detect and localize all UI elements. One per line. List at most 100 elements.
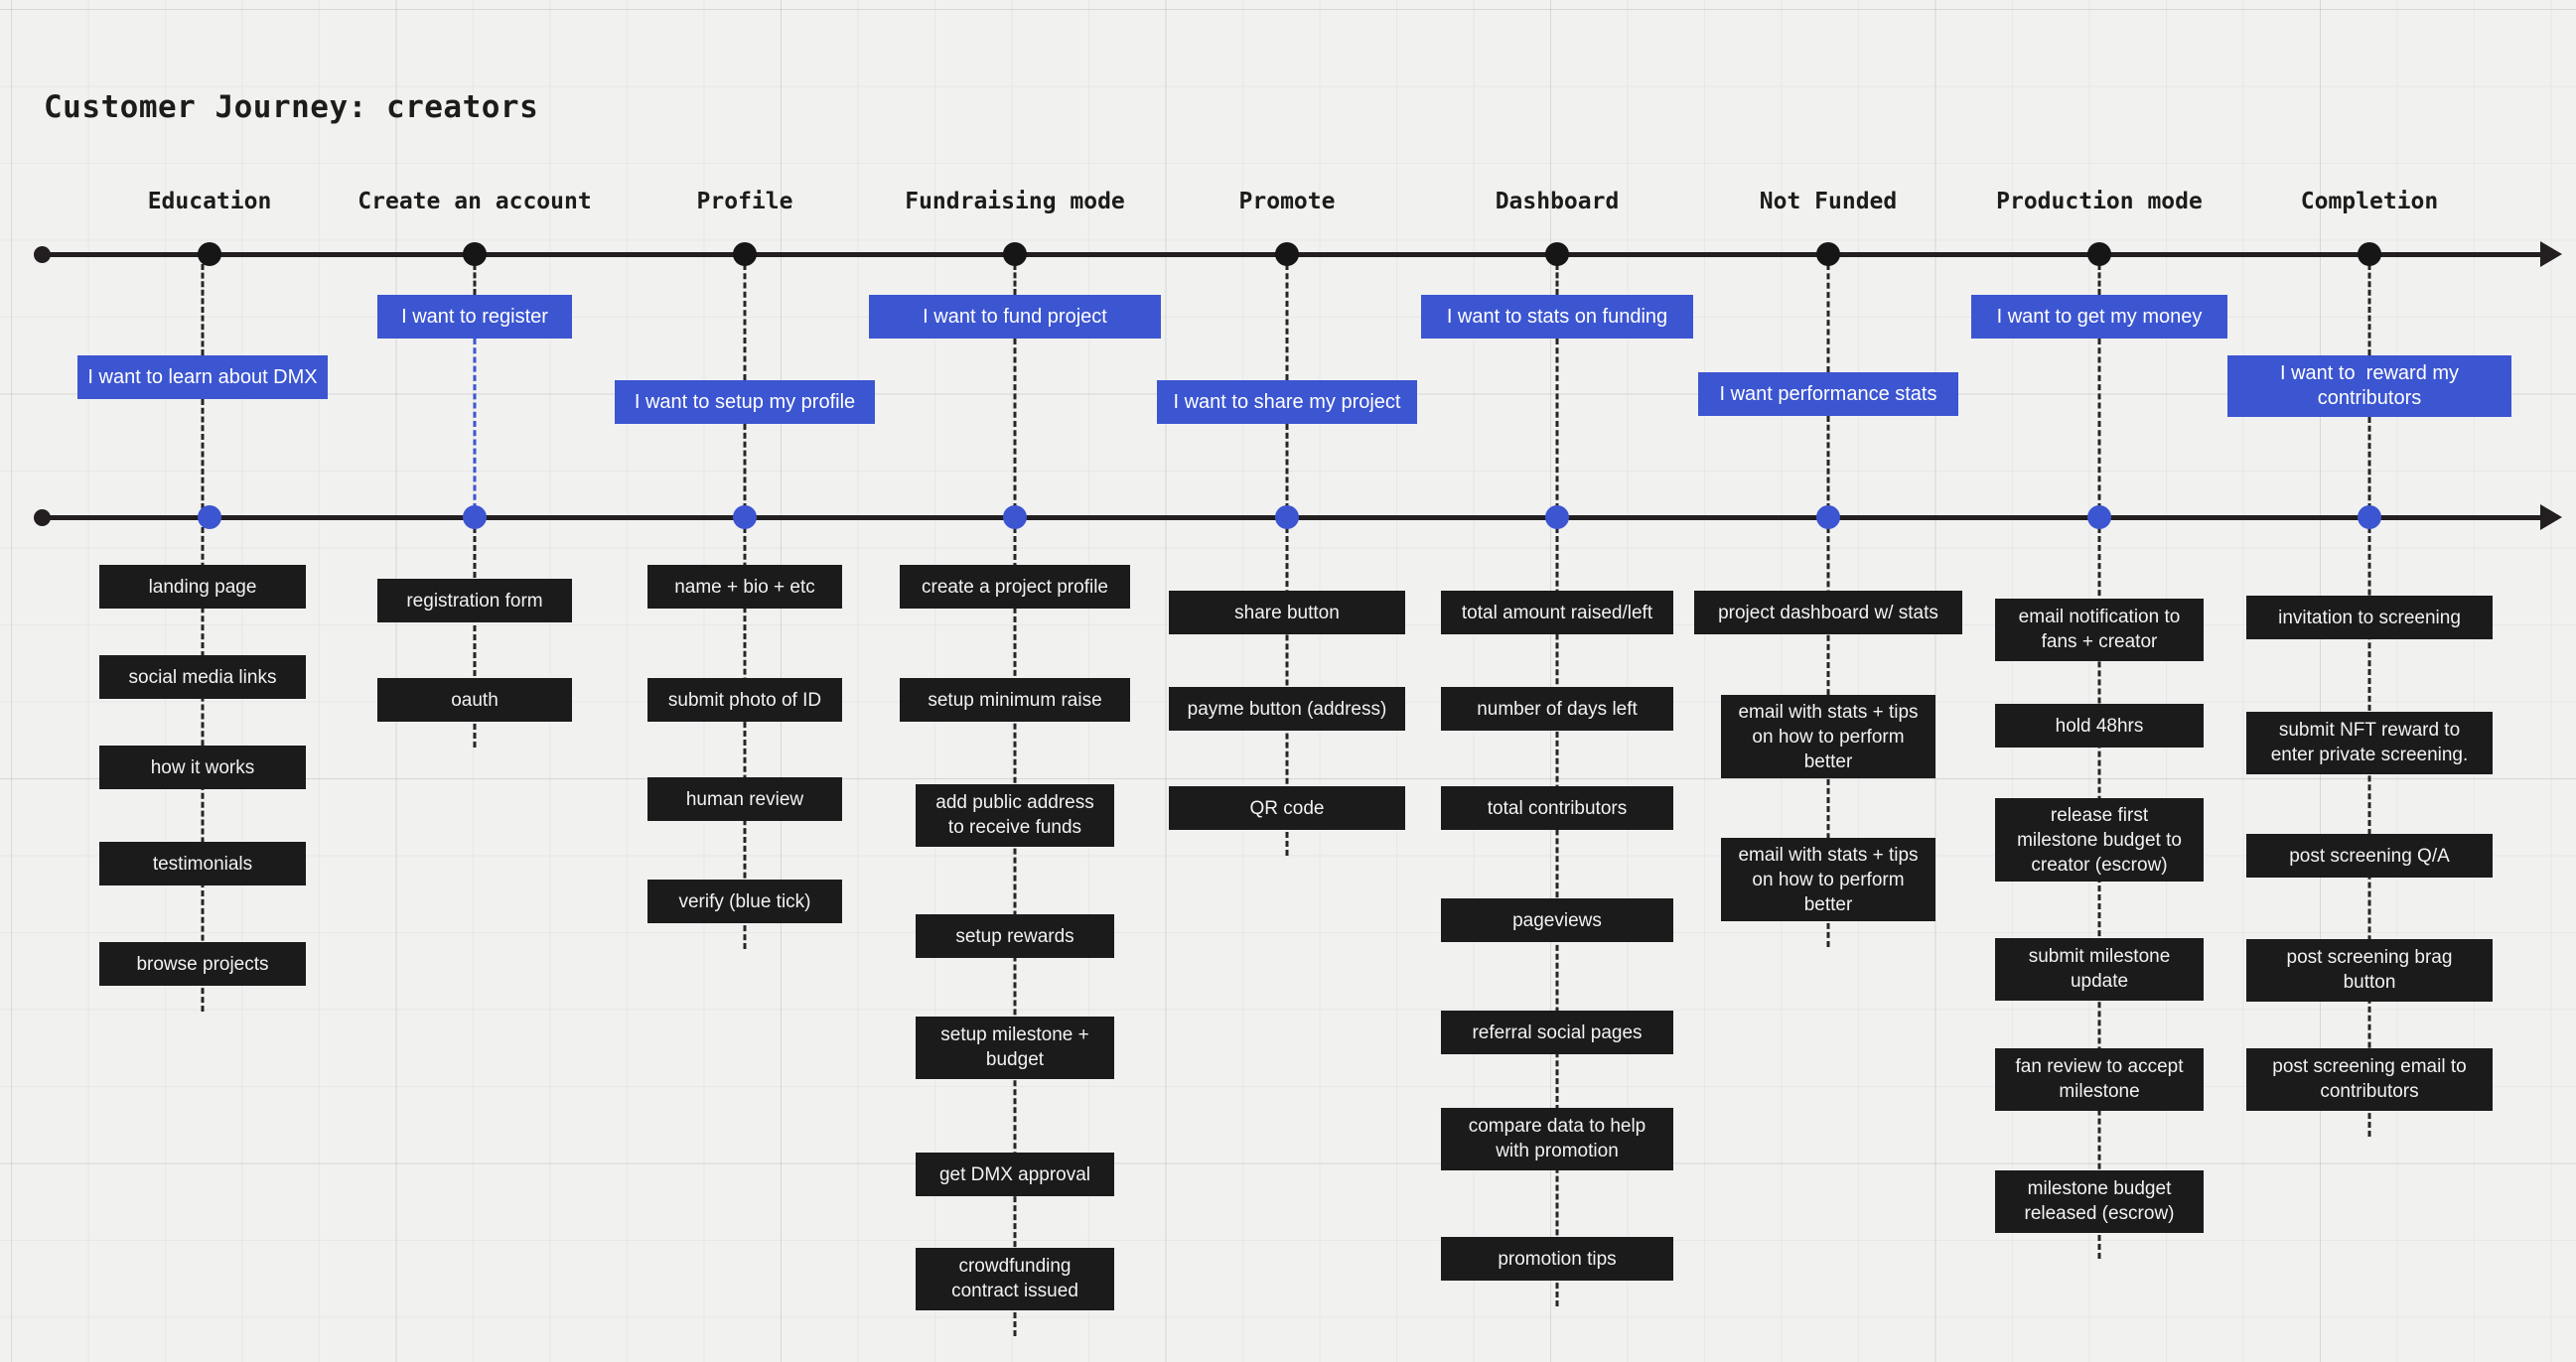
top-timeline-arrow-icon [2540,241,2562,267]
touchpoint-box-post-screening-brag-button[interactable]: post screening brag button [2246,938,2493,1002]
touchpoint-box-get-dmx-approval[interactable]: get DMX approval [916,1153,1114,1196]
touchpoint-box-setup-rewards[interactable]: setup rewards [916,914,1114,958]
connector-mid-completion [2367,417,2371,509]
connector-top-completion [2367,264,2371,355]
connector-top-education [201,264,205,355]
touchpoint-box-create-a-project-profile[interactable]: create a project profile [900,565,1130,609]
stage-label-completion: Completion [2300,189,2439,214]
bottom-node-profile[interactable] [733,505,757,529]
intent-chip-i-want-to-fund-project[interactable]: I want to fund project [869,295,1161,339]
touchpoint-box-pageviews[interactable]: pageviews [1441,898,1673,942]
connector-top-promote [1285,264,1289,380]
connector-top-production-mode [2097,264,2101,295]
touchpoint-box-number-of-days-left[interactable]: number of days left [1441,687,1673,731]
top-node-profile[interactable] [733,242,757,266]
bottom-node-not-funded[interactable] [1816,505,1840,529]
touchpoint-box-email-with-stats-tips-on-how-to-perform-better[interactable]: email with stats + tips on how to perfor… [1721,838,1935,921]
touchpoint-box-fan-review-to-accept-milestone[interactable]: fan review to accept milestone [1995,1047,2204,1111]
connector-bottom-profile [743,527,747,949]
touchpoint-box-submit-photo-of-id[interactable]: submit photo of ID [647,678,842,722]
touchpoint-box-oauth[interactable]: oauth [377,678,572,722]
top-node-create-an-account[interactable] [463,242,487,266]
touchpoint-box-release-first-milestone-budget-to-creator-escrow[interactable]: release first milestone budget to creato… [1995,798,2204,882]
bottom-node-completion[interactable] [2358,505,2381,529]
intent-chip-i-want-to-get-my-money[interactable]: I want to get my money [1971,295,2227,339]
touchpoint-box-submit-milestone-update[interactable]: submit milestone update [1995,937,2204,1001]
bottom-timeline-arrow-icon [2540,504,2562,530]
connector-mid-education [201,399,205,509]
touchpoint-box-invitation-to-screening[interactable]: invitation to screening [2246,596,2493,639]
intent-chip-i-want-to-reward-my-contributors[interactable]: I want to reward my contributors [2227,355,2511,417]
touchpoint-box-qr-code[interactable]: QR code [1169,786,1405,830]
touchpoint-box-share-button[interactable]: share button [1169,591,1405,634]
connector-bottom-completion [2367,527,2371,1137]
touchpoint-box-email-with-stats-tips-on-how-to-perform-better[interactable]: email with stats + tips on how to perfor… [1721,695,1935,778]
stage-label-education: Education [147,189,272,214]
connector-top-dashboard [1555,264,1559,295]
bottom-node-fundraising-mode[interactable] [1003,505,1027,529]
connector-bottom-create-an-account [473,527,477,748]
touchpoint-box-setup-minimum-raise[interactable]: setup minimum raise [900,678,1130,722]
stage-label-production-mode: Production mode [1996,189,2203,214]
connector-top-fundraising-mode [1013,264,1017,295]
top-node-fundraising-mode[interactable] [1003,242,1027,266]
connector-top-profile [743,264,747,380]
touchpoint-box-social-media-links[interactable]: social media links [99,655,306,699]
touchpoint-box-submit-nft-reward-to-enter-private-screening[interactable]: submit NFT reward to enter private scree… [2246,711,2493,774]
touchpoint-box-post-screening-email-to-contributors[interactable]: post screening email to contributors [2246,1047,2493,1111]
intent-chip-i-want-to-learn-about-dmx[interactable]: I want to learn about DMX [77,355,328,399]
touchpoint-box-promotion-tips[interactable]: promotion tips [1441,1237,1673,1281]
top-node-completion[interactable] [2358,242,2381,266]
stage-label-create-an-account: Create an account [358,189,592,214]
intent-chip-i-want-to-register[interactable]: I want to register [377,295,572,339]
touchpoint-box-crowdfunding-contract-issued[interactable]: crowdfunding contract issued [916,1247,1114,1310]
touchpoint-box-landing-page[interactable]: landing page [99,565,306,609]
top-node-education[interactable] [198,242,221,266]
top-timeline-start-dot [34,246,51,263]
bottom-node-dashboard[interactable] [1545,505,1569,529]
stage-label-not-funded: Not Funded [1759,189,1898,214]
touchpoint-box-setup-milestone-budget[interactable]: setup milestone + budget [916,1016,1114,1079]
intent-chip-i-want-performance-stats[interactable]: I want performance stats [1698,372,1958,416]
touchpoint-box-referral-social-pages[interactable]: referral social pages [1441,1011,1673,1054]
touchpoint-box-post-screening-q-a[interactable]: post screening Q/A [2246,834,2493,878]
touchpoint-box-total-contributors[interactable]: total contributors [1441,786,1673,830]
stage-label-profile: Profile [696,189,793,214]
touchpoint-box-hold-48hrs[interactable]: hold 48hrs [1995,704,2204,748]
top-node-not-funded[interactable] [1816,242,1840,266]
stage-label-fundraising-mode: Fundraising mode [905,189,1125,214]
touchpoint-box-email-notification-to-fans-creator[interactable]: email notification to fans + creator [1995,598,2204,661]
touchpoint-box-testimonials[interactable]: testimonials [99,842,306,885]
connector-mid-create-an-account [473,339,477,509]
touchpoint-box-human-review[interactable]: human review [647,777,842,821]
connector-mid-profile [743,424,747,509]
bottom-node-promote[interactable] [1275,505,1299,529]
connector-mid-dashboard [1555,339,1559,509]
top-node-production-mode[interactable] [2087,242,2111,266]
bottom-node-production-mode[interactable] [2087,505,2111,529]
touchpoint-box-browse-projects[interactable]: browse projects [99,942,306,986]
intent-chip-i-want-to-setup-my-profile[interactable]: I want to setup my profile [615,380,875,424]
touchpoint-box-compare-data-to-help-with-promotion[interactable]: compare data to help with promotion [1441,1107,1673,1170]
bottom-node-education[interactable] [198,505,221,529]
connector-mid-production-mode [2097,339,2101,509]
touchpoint-box-milestone-budget-released-escrow[interactable]: milestone budget released (escrow) [1995,1169,2204,1233]
stage-label-dashboard: Dashboard [1495,189,1620,214]
top-node-promote[interactable] [1275,242,1299,266]
touchpoint-box-add-public-address-to-receive-funds[interactable]: add public address to receive funds [916,783,1114,847]
touchpoint-box-name-bio-etc[interactable]: name + bio + etc [647,565,842,609]
touchpoint-box-how-it-works[interactable]: how it works [99,746,306,789]
touchpoint-box-payme-button-address[interactable]: payme button (address) [1169,687,1405,731]
top-node-dashboard[interactable] [1545,242,1569,266]
touchpoint-box-registration-form[interactable]: registration form [377,579,572,622]
bottom-node-create-an-account[interactable] [463,505,487,529]
page-title: Customer Journey: creators [44,89,539,125]
intent-chip-i-want-to-share-my-project[interactable]: I want to share my project [1157,380,1417,424]
connector-mid-promote [1285,424,1289,509]
connector-mid-not-funded [1826,416,1830,509]
bottom-timeline-start-dot [34,509,51,526]
touchpoint-box-total-amount-raised-left[interactable]: total amount raised/left [1441,591,1673,634]
touchpoint-box-verify-blue-tick[interactable]: verify (blue tick) [647,880,842,923]
touchpoint-box-project-dashboard-w-stats[interactable]: project dashboard w/ stats [1694,591,1962,634]
intent-chip-i-want-to-stats-on-funding[interactable]: I want to stats on funding [1421,295,1693,339]
